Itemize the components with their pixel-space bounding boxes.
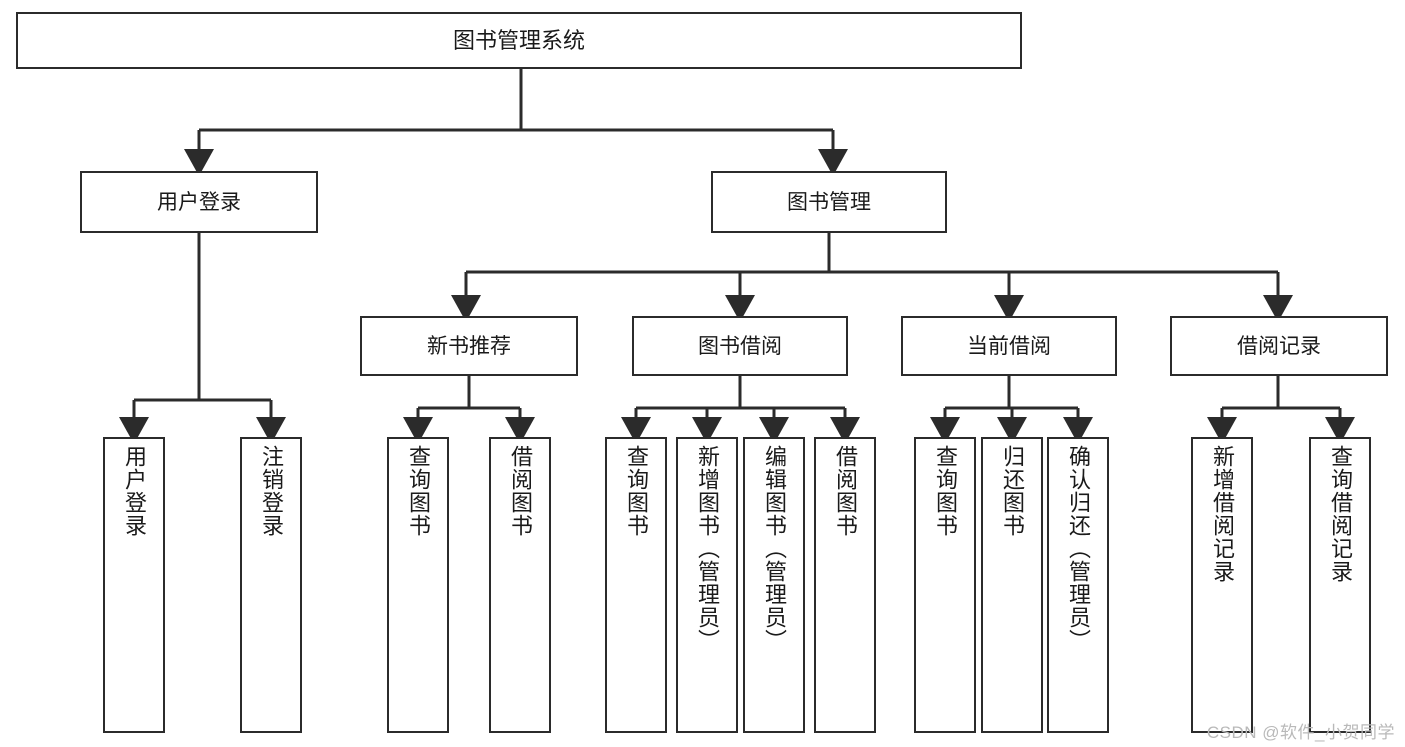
node-leaf-borrow-book[interactable]: 借阅图书 — [814, 437, 876, 733]
node-leaf-edit-book-admin[interactable]: 编辑图书（管理员） — [743, 437, 805, 733]
node-leaf-return-book[interactable]: 归还图书 — [981, 437, 1043, 733]
node-leaf-logout[interactable]: 注销登录 — [240, 437, 302, 733]
node-current-borrow[interactable]: 当前借阅 — [901, 316, 1117, 376]
node-leaf-borrow-book-newbook[interactable]: 借阅图书 — [489, 437, 551, 733]
node-label: 借阅图书 — [507, 445, 533, 537]
node-label: 新增借阅记录 — [1209, 445, 1235, 583]
node-label: 查询借阅记录 — [1327, 445, 1353, 583]
node-borrow-record[interactable]: 借阅记录 — [1170, 316, 1388, 376]
node-label: 查询图书 — [932, 445, 958, 537]
node-label: 借阅记录 — [1237, 334, 1321, 358]
node-label: 新书推荐 — [427, 334, 511, 358]
node-label: 用户登录 — [157, 190, 241, 214]
node-leaf-confirm-return-admin[interactable]: 确认归还（管理员） — [1047, 437, 1109, 733]
node-leaf-query-book-current[interactable]: 查询图书 — [914, 437, 976, 733]
node-label: 用户登录 — [121, 445, 147, 537]
node-leaf-add-book-admin[interactable]: 新增图书（管理员） — [676, 437, 738, 733]
node-root-system[interactable]: 图书管理系统 — [16, 12, 1022, 69]
watermark-text: CSDN @软件_小贺同学 — [1206, 723, 1395, 742]
node-book-management[interactable]: 图书管理 — [711, 171, 947, 233]
node-label: 查询图书 — [623, 445, 649, 537]
node-book-borrow[interactable]: 图书借阅 — [632, 316, 848, 376]
node-leaf-query-book-borrow[interactable]: 查询图书 — [605, 437, 667, 733]
node-leaf-add-borrow-record[interactable]: 新增借阅记录 — [1191, 437, 1253, 733]
node-label: 归还图书 — [999, 445, 1025, 537]
node-label: 新增图书（管理员） — [694, 445, 720, 652]
node-leaf-query-book-newbook[interactable]: 查询图书 — [387, 437, 449, 733]
node-label: 查询图书 — [405, 445, 431, 537]
node-label: 注销登录 — [258, 445, 284, 537]
node-label: 图书管理系统 — [452, 27, 585, 53]
node-label: 图书借阅 — [698, 334, 782, 358]
node-label: 图书管理 — [787, 190, 871, 214]
node-label: 确认归还（管理员） — [1065, 445, 1091, 652]
node-label: 借阅图书 — [832, 445, 858, 537]
node-new-book-recommend[interactable]: 新书推荐 — [360, 316, 578, 376]
node-leaf-query-borrow-record[interactable]: 查询借阅记录 — [1309, 437, 1371, 733]
node-label: 当前借阅 — [967, 334, 1051, 358]
node-user-login[interactable]: 用户登录 — [80, 171, 318, 233]
node-label: 编辑图书（管理员） — [761, 445, 787, 652]
node-leaf-user-login[interactable]: 用户登录 — [103, 437, 165, 733]
